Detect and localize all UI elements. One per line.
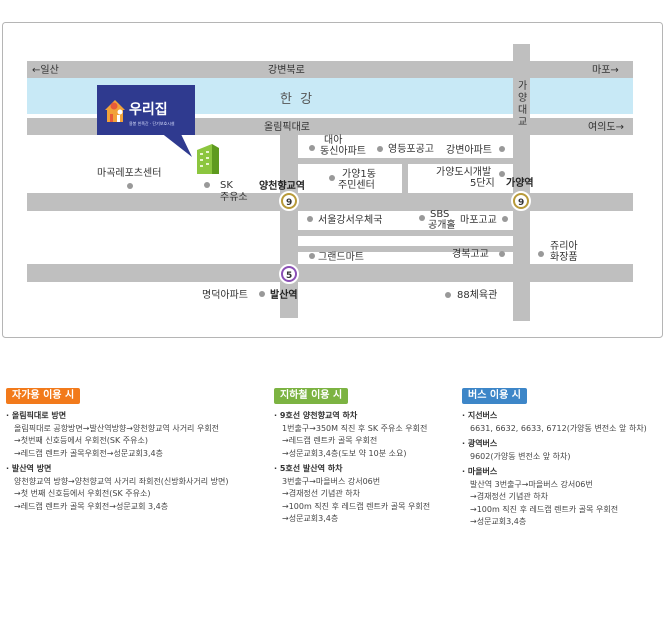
gangbyeon-apt-dot [499,146,505,152]
gayangdosi-label-2: 5단지 [470,177,495,189]
grand-mart-dot [309,253,315,259]
gangbyeon-apt-label: 강변아파트 [446,144,492,156]
sbs-dot [419,215,425,221]
sk-dot [204,182,210,188]
yangcheon-station-label: 양천향교역 [259,179,305,192]
bus-item-village: 마을버스 발산역 3번출구→마을버스 강서06번 →겸재정선 기념관 하차 →1… [462,466,647,529]
sbs-label-2: 공개홀 [428,218,456,231]
magok-dot [127,183,133,189]
car-item-balsan: 발산역 방면 양천향교역 방향→양천향교역 사거리 좌회전(신방화사거리 방면)… [6,463,229,513]
bus-item-express: 광역버스 9602(가양동 변전소 앞 하차) [462,438,647,463]
post-office-dot [307,216,313,222]
gangbyeon-road [27,61,633,78]
bus-item-branch: 지선버스 6631, 6632, 6633, 6712(가양동 변전소 앞 하차… [462,410,647,435]
direction-yeouido: 여의도→ [588,121,624,133]
mid-road-2 [298,230,513,236]
jurea-label-1: 쥬리아 [550,240,578,252]
sk-label-2: 주유소 [220,191,248,203]
gayang-bridge-label-3: 대 [518,104,527,116]
river-label: 한 강 [280,92,314,107]
magok-label: 마곡레포츠센터 [97,167,161,179]
subway-directions: 지하철 이용 시 9호선 양천향교역 하차 1번출구→350M 직진 후 SK … [274,383,430,529]
gayangdosi-label-1: 가양도시개발 [436,166,491,178]
direction-ilsan: ←일산 [32,64,59,76]
kyungbok-dot [499,251,505,257]
gayang-station-label: 가양역 [506,176,534,189]
gym88-label: 88체육관 [457,289,497,301]
jurea-label-2: 화장품 [550,251,578,263]
yeongdeungpo-label: 영등포공고 [388,143,434,155]
gayang-line-number: 9 [518,198,524,208]
subway-section-title: 지하철 이용 시 [274,388,349,404]
gayang-bridge-label-2: 양 [518,92,527,104]
bus-section-title: 버스 이용 시 [462,388,527,404]
gayang-bridge-road [513,44,530,321]
daea-label-1: 대아 [324,134,342,146]
kyungbok-label: 경복고교 [452,247,489,260]
gayang1-label-1: 가양1동 [342,168,376,180]
brand-callout-pointer [160,132,192,157]
balsan-line-number: 5 [286,271,292,281]
location-map: 한 강 ←일산 강변북로 마포→ 올림픽대로 여의도→ 가 양 대 교 우리집 … [2,22,663,338]
yangcheon-line-number: 9 [286,198,292,208]
yeongdeungpo-dot [377,146,383,152]
house-logo-icon [105,100,125,122]
car-section-title: 자가용 이용 시 [6,388,81,404]
daea-dot [309,145,315,151]
gangbyeon-road-label: 강변북로 [268,64,305,76]
building-icon [197,144,219,174]
gayang1-dot [329,175,335,181]
balsan-road [27,264,633,282]
mid-road-1 [298,158,513,164]
gayang1-label-2: 주민센터 [338,179,375,191]
jurea-dot [538,251,544,257]
mid-road-3 [402,164,408,194]
brand-name: 우리집 [129,101,168,118]
car-item-olympic: 올림픽대로 방면 올림픽대로 공항방면→발산역방향→양천향교역 사거리 우회전 … [6,410,228,460]
olympic-road-label: 올림픽대로 [264,121,310,133]
brand-subtitle: 용봉 친족간 · 단기보호시설 [129,120,175,126]
mid-road-4 [298,246,513,252]
direction-mapo: 마포→ [592,64,619,76]
myungduk-dot [259,291,265,297]
subway-item-line5: 5호선 발산역 하차 3번출구→마을버스 강서06번 →겸재정선 기념관 하차 … [274,463,430,526]
grand-mart-label: 그랜드마트 [318,251,364,263]
gym88-dot [445,292,451,298]
balsan-station-label: 발산역 [270,288,298,301]
sk-label-1: SK [220,180,233,191]
daea-label-2: 동신아파트 [320,145,366,157]
bus-directions: 버스 이용 시 지선버스 6631, 6632, 6633, 6712(가양동 … [462,383,647,532]
subway-item-line9: 9호선 양천향교역 하차 1번출구→350M 직진 후 SK 주유소 우회전 →… [274,410,430,460]
post-office-label: 서울강서우체국 [318,214,382,226]
gayangdosi-dot [499,171,505,177]
sbs-label-1: SBS [430,209,449,220]
mapo-hs-dot [502,216,508,222]
yangcheon-road [27,193,633,211]
gayang-bridge-label-1: 가 [518,80,527,92]
mapo-hs-label: 마포고교 [460,214,497,226]
gayang-bridge-label-4: 교 [518,117,527,128]
car-directions: 자가용 이용 시 올림픽대로 방면 올림픽대로 공항방면→발산역방향→양천향교역… [6,383,228,516]
myungduk-label: 명덕아파트 [202,289,248,301]
